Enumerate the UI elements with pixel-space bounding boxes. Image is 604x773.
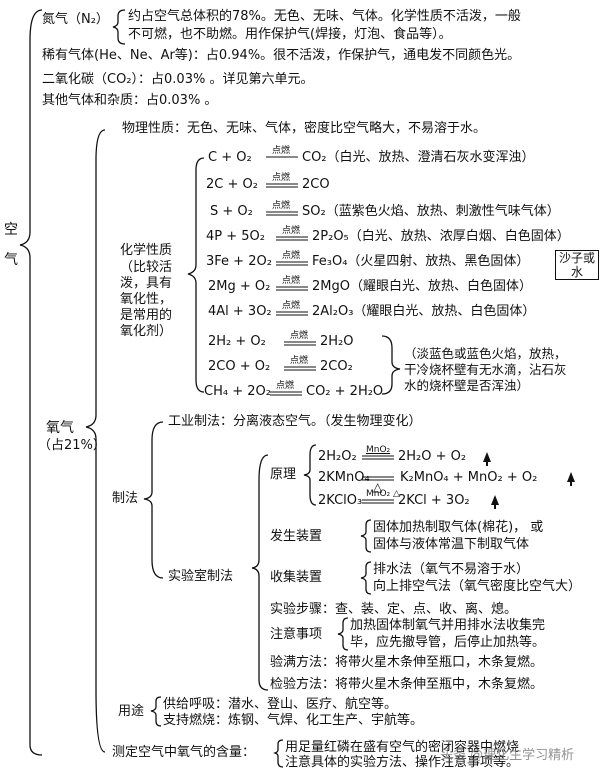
reaction-right: Fe₃O₄（火星四射、放热、黑色固体）	[312, 254, 530, 269]
reaction-left: 2H₂ + O₂	[208, 334, 266, 349]
fe-note-box: 沙子或水	[555, 250, 599, 280]
notes-line1: 加热固体制氧气并用排水法收集完	[350, 618, 546, 633]
notes-label: 注意事项	[270, 627, 323, 642]
principle-right: 2KCl + 3O₂	[398, 493, 470, 508]
reaction-condition: 点燃	[282, 276, 301, 286]
reaction-right: 2MgO（耀眼白光、放热、白色固体）	[312, 279, 532, 294]
principle-left: 2H₂O₂	[318, 449, 357, 464]
chem-label-4: 氧化性，	[120, 292, 173, 307]
chem-label-1: 化学性质	[120, 243, 173, 258]
principle-left: 2KMnO₄	[318, 470, 370, 485]
apparatus-line2: 固体与液体常温下制取气体	[373, 537, 530, 552]
reaction-right: CO₂ + 2H₂O	[306, 384, 384, 399]
reaction-right: 2H₂O	[320, 334, 354, 349]
reaction-right: 2CO₂	[320, 359, 353, 374]
watermark: 头条 @理化生学习精析	[440, 748, 575, 763]
reaction-condition: 点燃	[282, 226, 301, 236]
use-line1: 供给呼吸：潜水、登山、医疗、航空等。	[163, 697, 398, 712]
chem-label-5: 是常用的	[120, 308, 173, 323]
reaction-condition: 点燃	[272, 201, 291, 211]
industrial-method: 工业制法：分离液态空气。（发生物理变化）	[168, 414, 422, 429]
principle-condition: MnO₂	[366, 445, 391, 455]
reaction-condition: 点燃	[290, 331, 309, 341]
chem-label-6: 氧化剂）	[120, 324, 173, 339]
chem-label-3: 泼，具有	[120, 276, 173, 291]
root-title: 空气	[4, 222, 18, 268]
reaction-condition: 点燃	[272, 146, 291, 156]
apparatus-line1: 固体加热制取气体(棉花)， 或	[373, 520, 544, 535]
full-check: 验满方法：将带火星木条伸至瓶口，木条复燃。	[270, 655, 544, 670]
prep-label: 制法	[112, 491, 139, 506]
oxygen-label: 氧气	[46, 420, 74, 436]
physical-properties: 物理性质：无色、无味、气体，密度比空气略大，不易溶于水。	[122, 121, 487, 136]
measure-line2: 注意具体的实验方法、操作注意事项等。	[285, 755, 520, 770]
n2-label: 氮气（N₂）	[42, 12, 109, 27]
reaction-right: 2Al₂O₃（耀眼白光、放热、白色固体）	[312, 304, 536, 319]
principle-label: 原理	[270, 467, 297, 482]
rare-gas: 稀有气体(He、Ne、Ar等)：占0.94%。很不活泼，作保护气，通电发不同颜色…	[42, 48, 521, 63]
oxygen-ratio: （占21%）	[38, 438, 106, 453]
reaction-condition: 点燃	[282, 301, 301, 311]
principle-right: K₂MnO₄ + MnO₂ + O₂	[400, 470, 538, 485]
reaction-left: 2CO + O₂	[208, 359, 271, 374]
gas-test: 检验方法：将带火星木条伸至瓶中，木条复燃。	[270, 677, 544, 692]
reaction-left: 3Fe + 2O₂	[206, 254, 272, 269]
reaction-right: 2P₂O₅（白光、放热、浓厚白烟、白色固体）	[312, 229, 570, 244]
measure-line1: 用足量红磷在盛有空气的密闭容器中燃烧	[285, 740, 520, 755]
reaction-right: SO₂（蓝紫色火焰、放热、刺激性气味气体）	[302, 204, 560, 219]
n2-desc-line1: 约占空气总体积的78%。无色、无味、气体。化学性质不活泼，一般	[128, 9, 521, 24]
reaction-left: CH₄ + 2O₂	[204, 384, 271, 399]
other-gas: 其他气体和杂质：占0.03% 。	[42, 93, 218, 108]
collect-line1: 排水法（氧气不易溶于水）	[373, 562, 530, 577]
reaction-left: C + O₂	[208, 150, 252, 165]
reaction-right: CO₂（白光、放热、澄清石灰水变浑浊）	[302, 150, 535, 165]
principle-condition: △	[373, 480, 383, 494]
combustion-note-1: （淡蓝色或蓝色火焰，放热，	[404, 346, 567, 361]
measure-label: 测定空气中氧气的含量：	[112, 745, 256, 760]
reaction-left: 4P + 5O₂	[206, 229, 265, 244]
chem-label-2: （比较活	[120, 260, 173, 275]
collect-line2: 向上排空气法（氧气密度比空气大）	[373, 579, 582, 594]
reaction-left: S + O₂	[210, 204, 253, 219]
principle-left: 2KClO₃	[318, 493, 363, 508]
principle-right: 2H₂O + O₂	[398, 449, 467, 464]
reaction-condition: 点燃	[276, 381, 295, 391]
reaction-left: 2Mg + O₂	[208, 279, 271, 294]
notes-line2: 毕，应先撤导管，后停止加热等。	[350, 635, 546, 650]
use-label: 用途	[118, 704, 145, 719]
reaction-left: 4Al + 3O₂	[208, 304, 272, 319]
principle-condition: MnO₂ △	[366, 489, 400, 499]
n2-desc-line2: 不可燃，也不助燃。用作保护气(焊接，灯泡、食品等）。	[128, 27, 452, 42]
apparatus-label: 发生装置	[270, 529, 323, 544]
collect-label: 收集装置	[270, 570, 323, 585]
reaction-left: 2C + O₂	[206, 177, 258, 192]
reaction-right: 2CO	[302, 177, 330, 192]
experiment-steps: 实验步骤：查、装、定、点、收、离、熄。	[270, 602, 518, 617]
combustion-note-3: 水的烧杯壁是否浑浊）	[404, 378, 530, 393]
reaction-condition: 点燃	[272, 173, 291, 183]
co2-line: 二氧化碳（CO₂）：占0.03% 。详见第六单元。	[42, 72, 314, 87]
combustion-note-2: 干冷烧杯壁有无水滴，沾石灰	[404, 362, 567, 377]
reaction-condition: 点燃	[290, 356, 309, 366]
use-line2: 支持燃烧：炼钢、气焊、化工生产、宇航等。	[163, 713, 424, 728]
lab-method-label: 实验室制法	[168, 569, 234, 584]
reaction-condition: 点燃	[282, 251, 301, 261]
